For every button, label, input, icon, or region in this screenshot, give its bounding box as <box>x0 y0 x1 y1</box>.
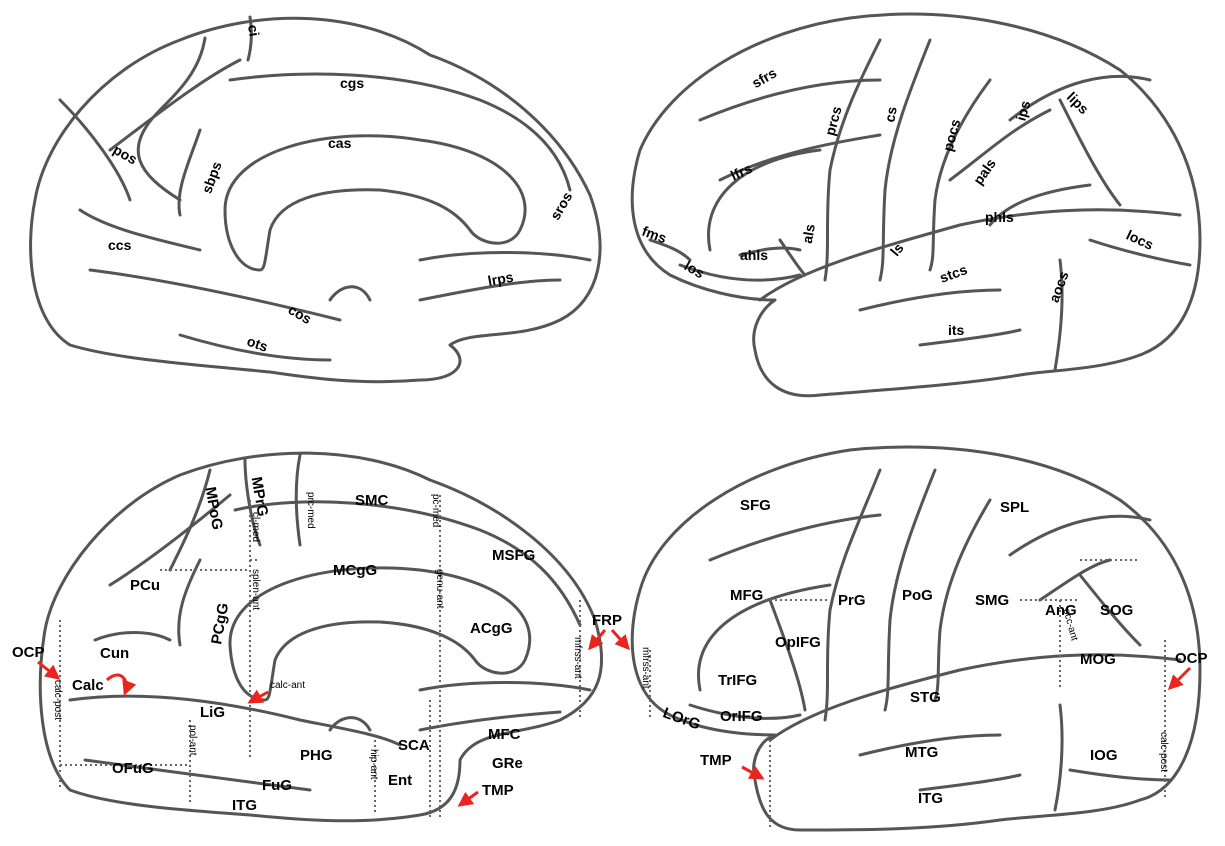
boundary-pc-med: pc-med <box>430 494 441 527</box>
label-SCA: SCA <box>398 737 430 754</box>
label-OpIFG: OpIFG <box>775 634 821 651</box>
label-PHG: PHG <box>300 747 333 764</box>
label-cas: cas <box>328 135 352 151</box>
panel-top-medial: ci cgs cas pos sbps ccs cos ots sros lrp… <box>31 17 600 382</box>
label-MCgG: MCgG <box>333 562 377 579</box>
boundary-mfrss-ant-medial: mfrss-ant <box>572 637 583 679</box>
label-Ent: Ent <box>388 772 412 789</box>
label-GRe: GRe <box>492 755 523 772</box>
label-ccs: ccs <box>108 237 132 253</box>
label-SFG: SFG <box>740 497 771 514</box>
label-STG: STG <box>910 689 941 706</box>
label-LiG: LiG <box>200 704 225 721</box>
label-PrG: PrG <box>838 592 866 609</box>
boundary-calc-post-medial: calc-post <box>52 680 63 720</box>
label-ACgG: ACgG <box>470 620 513 637</box>
label-IOG: IOG <box>1090 747 1118 764</box>
label-PCu: PCu <box>130 577 160 594</box>
boundary-mfrss-ant-lateral: mfrss-ant <box>640 647 651 689</box>
panel-bottom-medial: SMC MPrG MPoG MCgG PCu PCgG MSFG ACgG Cu… <box>12 453 628 821</box>
panel-top-lateral: sfrs lfrs prcs cs pocs ips lips pals phl… <box>632 14 1200 396</box>
arrow-TMP-medial <box>460 792 478 805</box>
label-ahls: ahls <box>740 247 768 263</box>
label-MFG: MFG <box>730 587 763 604</box>
label-Calc: Calc <box>72 677 104 694</box>
label-ITG: ITG <box>232 797 257 814</box>
label-SMG: SMG <box>975 592 1009 609</box>
boundary-prc-med: prc-med <box>305 492 316 529</box>
label-its: its <box>948 322 965 338</box>
label-FuG: FuG <box>262 777 292 794</box>
boundary-pol-ant: pol-ant <box>187 725 198 756</box>
label-cgs: cgs <box>340 75 364 91</box>
label-SPL: SPL <box>1000 499 1029 516</box>
label-MOG: MOG <box>1080 651 1116 668</box>
label-MSFG: MSFG <box>492 547 535 564</box>
label-Cun: Cun <box>100 645 129 662</box>
label-OCP-lateral: OCP <box>1175 650 1208 667</box>
label-OFuG: OFuG <box>112 760 154 777</box>
label-SOG: SOG <box>1100 602 1133 619</box>
boundary-genu-ant: genu-ant <box>434 569 445 609</box>
label-als: als <box>799 223 818 245</box>
arrow-FRP-right <box>612 630 628 648</box>
label-ITG-lateral: ITG <box>918 790 943 807</box>
boundary-cl-med: cl-med <box>250 512 261 542</box>
panel-bottom-lateral: SFG SPL MFG PrG PoG SMG AnG SOG OpIFG Tr… <box>632 447 1207 830</box>
label-TMP-lateral: TMP <box>700 752 732 769</box>
label-cs: cs <box>881 105 899 123</box>
label-TrIFG: TrIFG <box>718 672 757 689</box>
label-OrIFG: OrIFG <box>720 708 763 725</box>
boundary-calc-post-lateral: calc-post <box>1158 732 1169 772</box>
bottom-lateral-outline <box>632 447 1200 830</box>
label-MTG: MTG <box>905 744 938 761</box>
label-PoG: PoG <box>902 587 933 604</box>
label-TMP-medial: TMP <box>482 782 514 799</box>
label-SMC: SMC <box>355 492 389 509</box>
boundary-hip-ant: hip-ant <box>368 749 379 780</box>
label-OCP-medial: OCP <box>12 644 45 661</box>
label-phls: phls <box>985 209 1014 225</box>
label-MFC: MFC <box>488 726 521 743</box>
boundary-splen-ant: splen-ant <box>250 569 261 610</box>
boundary-calc-ant: calc-ant <box>270 680 305 691</box>
label-FRP: FRP <box>592 612 622 629</box>
